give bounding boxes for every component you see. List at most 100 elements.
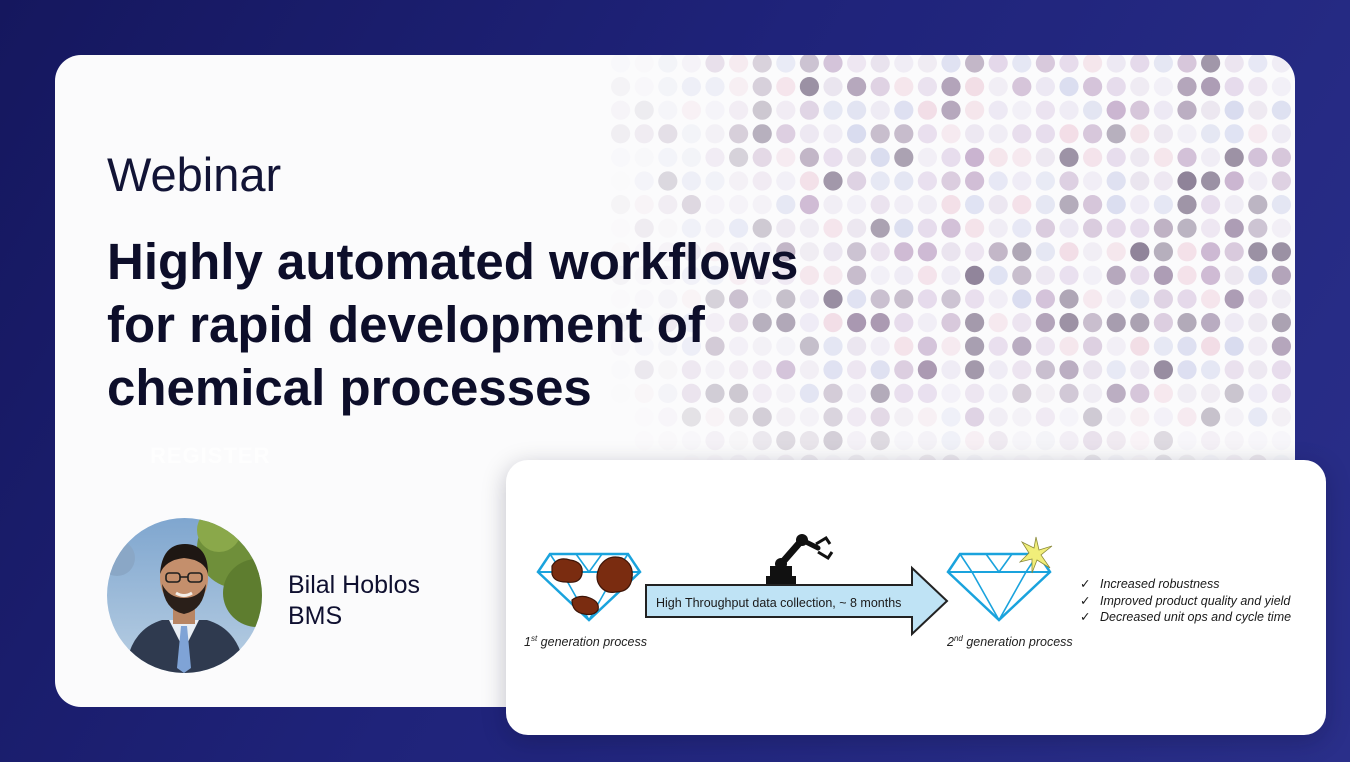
decorative-dot bbox=[705, 171, 725, 191]
decorative-dot bbox=[1271, 383, 1291, 403]
decorative-dot bbox=[1083, 242, 1103, 262]
decorative-dot bbox=[823, 360, 843, 380]
decorative-dot bbox=[658, 242, 678, 262]
title-line-1: Highly automated workflows bbox=[107, 233, 799, 290]
decorative-dot bbox=[941, 289, 961, 309]
decorative-dot bbox=[1059, 383, 1079, 403]
decorative-dot bbox=[1224, 218, 1244, 238]
decorative-dot bbox=[1083, 218, 1103, 238]
decorative-dot bbox=[1177, 171, 1197, 191]
decorative-dot bbox=[870, 360, 890, 380]
decorative-dot bbox=[1035, 171, 1055, 191]
decorative-dot bbox=[1177, 55, 1197, 73]
decorative-dot bbox=[776, 77, 796, 97]
decorative-dot bbox=[1012, 360, 1032, 380]
decorative-dot bbox=[965, 218, 985, 238]
speaker-avatar bbox=[107, 518, 262, 673]
decorative-dot bbox=[870, 55, 890, 73]
decorative-dot bbox=[729, 147, 749, 167]
decorative-dot bbox=[870, 77, 890, 97]
decorative-dot bbox=[847, 289, 867, 309]
decorative-dot bbox=[917, 336, 937, 356]
decorative-dot bbox=[917, 171, 937, 191]
decorative-dot bbox=[847, 360, 867, 380]
decorative-dot bbox=[894, 360, 914, 380]
decorative-dot bbox=[1201, 360, 1221, 380]
decorative-dot bbox=[823, 195, 843, 215]
decorative-dot bbox=[1106, 313, 1126, 333]
decorative-dot bbox=[823, 407, 843, 427]
decorative-dot bbox=[941, 55, 961, 73]
decorative-dot bbox=[729, 407, 749, 427]
decorative-dot bbox=[1248, 242, 1268, 262]
decorative-dot bbox=[965, 77, 985, 97]
decorative-dot bbox=[1130, 360, 1150, 380]
decorative-dot bbox=[776, 431, 796, 451]
decorative-dot bbox=[776, 383, 796, 403]
decorative-dot bbox=[611, 265, 631, 285]
decorative-dot bbox=[1153, 77, 1173, 97]
decorative-dot bbox=[1083, 147, 1103, 167]
decorative-dot bbox=[870, 383, 890, 403]
decorative-dot bbox=[729, 289, 749, 309]
decorative-dot bbox=[1271, 431, 1291, 451]
decorative-dot bbox=[1130, 100, 1150, 120]
decorative-dot bbox=[752, 383, 772, 403]
decorative-dot bbox=[1201, 336, 1221, 356]
second-gen-suffix: nd bbox=[953, 634, 963, 643]
register-button[interactable]: REGISTER bbox=[150, 443, 271, 468]
decorative-dot bbox=[611, 147, 631, 167]
decorative-dot bbox=[1153, 55, 1173, 73]
decorative-dot-pattern bbox=[611, 55, 1291, 474]
decorative-dot bbox=[611, 77, 631, 97]
decorative-dot bbox=[1083, 100, 1103, 120]
benefit-item: ✓Improved product quality and yield bbox=[1080, 593, 1291, 610]
decorative-dot bbox=[1083, 407, 1103, 427]
decorative-dot bbox=[1012, 289, 1032, 309]
decorative-dot bbox=[1106, 265, 1126, 285]
decorative-dot bbox=[681, 124, 701, 144]
decorative-dot bbox=[752, 336, 772, 356]
decorative-dot bbox=[1177, 407, 1197, 427]
decorative-dot bbox=[634, 265, 654, 285]
decorative-dot bbox=[941, 336, 961, 356]
decorative-dot bbox=[823, 289, 843, 309]
decorative-dot bbox=[1106, 336, 1126, 356]
decorative-dot bbox=[1035, 55, 1055, 73]
decorative-dot bbox=[870, 242, 890, 262]
decorative-dot bbox=[1130, 431, 1150, 451]
decorative-dot bbox=[752, 313, 772, 333]
decorative-dot bbox=[1201, 265, 1221, 285]
decorative-dot bbox=[1083, 124, 1103, 144]
decorative-dot bbox=[1201, 147, 1221, 167]
decorative-dot bbox=[1035, 195, 1055, 215]
robot-arm-icon bbox=[766, 534, 834, 584]
decorative-dot bbox=[681, 336, 701, 356]
decorative-dot bbox=[1271, 147, 1291, 167]
decorative-dot bbox=[634, 289, 654, 309]
decorative-dot bbox=[917, 407, 937, 427]
decorative-dot bbox=[1248, 100, 1268, 120]
decorative-dot bbox=[634, 77, 654, 97]
decorative-dot bbox=[847, 77, 867, 97]
decorative-dot bbox=[1059, 289, 1079, 309]
decorative-dot bbox=[965, 407, 985, 427]
decorative-dot bbox=[729, 383, 749, 403]
decorative-dot bbox=[799, 124, 819, 144]
decorative-dot bbox=[917, 77, 937, 97]
decorative-dot bbox=[799, 147, 819, 167]
decorative-dot bbox=[1130, 147, 1150, 167]
decorative-dot bbox=[1201, 289, 1221, 309]
decorative-dot bbox=[705, 265, 725, 285]
decorative-dot bbox=[1035, 265, 1055, 285]
decorative-dot bbox=[1271, 289, 1291, 309]
decorative-dot bbox=[1271, 55, 1291, 73]
decorative-dot bbox=[799, 431, 819, 451]
decorative-dot bbox=[847, 147, 867, 167]
decorative-dot bbox=[729, 336, 749, 356]
decorative-dot bbox=[1177, 218, 1197, 238]
decorative-dot bbox=[1224, 124, 1244, 144]
decorative-dot bbox=[1059, 124, 1079, 144]
second-gen-caption: 2nd generation process bbox=[947, 634, 1073, 649]
decorative-dot bbox=[870, 289, 890, 309]
